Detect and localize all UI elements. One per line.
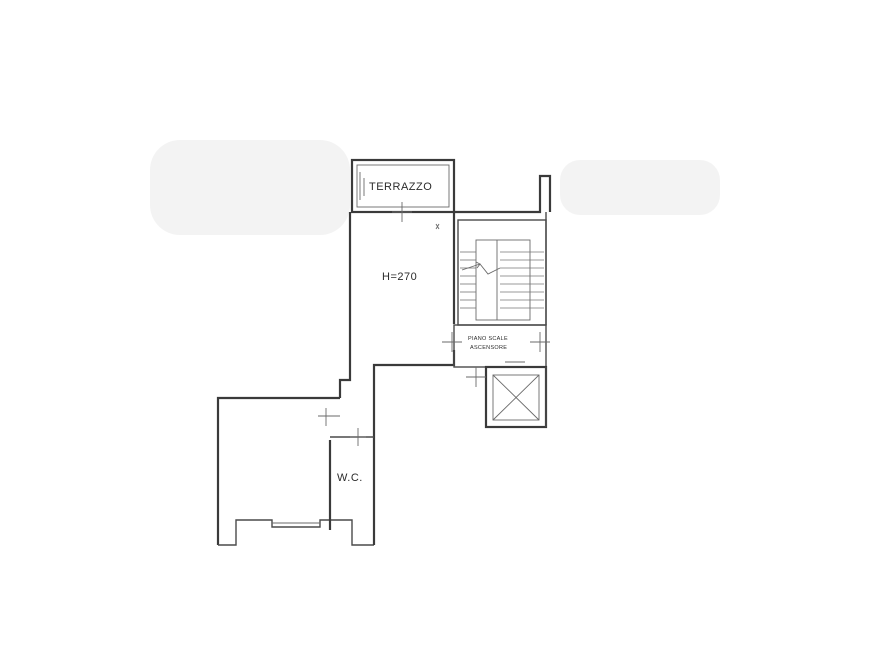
stair-label-line2: ASCENSORE — [470, 345, 507, 351]
lower-left-room — [216, 396, 374, 546]
stair-landing: PIANO SCALE ASCENSORE — [442, 324, 550, 368]
terrace-label: TERRAZZO — [369, 181, 432, 193]
living-room-height-label: H=270 — [382, 271, 417, 283]
stair-treads-left — [460, 251, 476, 309]
wc-room: W.C. — [328, 428, 376, 545]
terrace-area: TERRAZZO — [350, 158, 456, 222]
living-room: H=270 — [338, 212, 456, 440]
stairwell — [454, 174, 552, 326]
background-smudge — [150, 140, 720, 235]
stair-label-line1: PIANO SCALE — [468, 336, 508, 342]
wc-label: W.C. — [337, 472, 363, 484]
elevator-shaft — [466, 361, 548, 429]
stair-treads-right — [500, 251, 544, 309]
